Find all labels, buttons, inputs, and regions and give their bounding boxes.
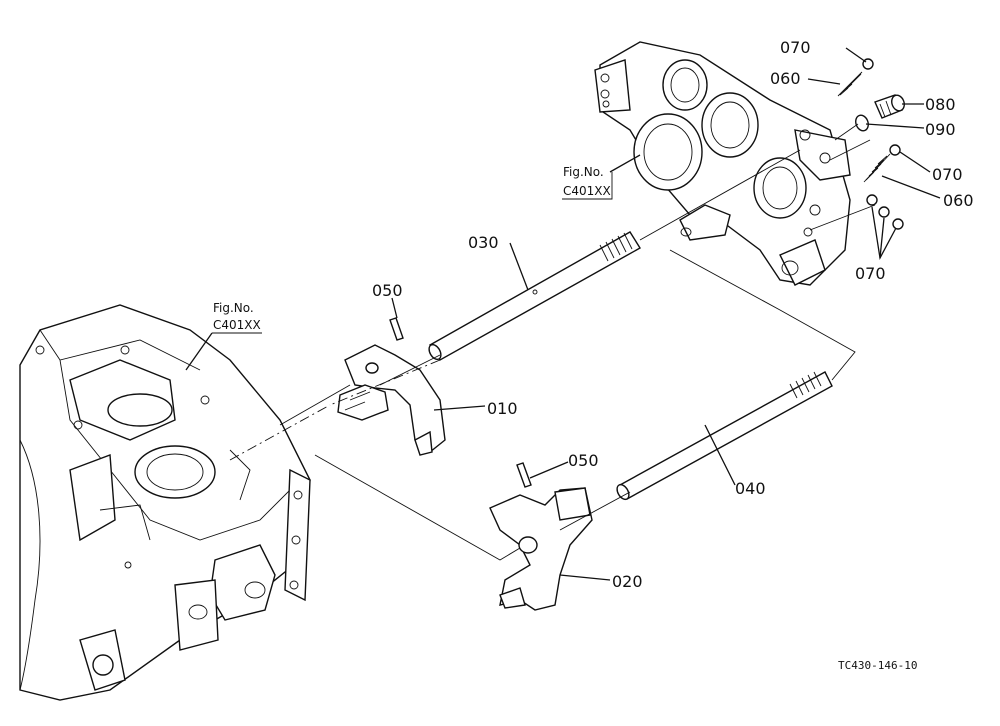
detent-spring-060-upper <box>837 71 863 97</box>
part-label-010: 010 <box>487 399 518 418</box>
plug-080 <box>874 94 905 119</box>
steel-ball-070-mid <box>889 144 901 156</box>
part-label-070-top: 070 <box>780 38 811 57</box>
part-label-050-upper: 050 <box>372 281 403 300</box>
shift-rod-030 <box>428 231 641 361</box>
fig-ref-top-line2: C401XX <box>563 184 611 198</box>
part-label-070-bottom: 070 <box>855 264 886 283</box>
steel-ball-070-c <box>892 218 904 230</box>
cover-plate <box>594 41 851 286</box>
leader-lines <box>185 47 941 581</box>
steel-ball-070-b <box>878 206 890 218</box>
part-label-050-lower: 050 <box>568 451 599 470</box>
assembly-lines <box>229 123 876 561</box>
part-label-080: 080 <box>925 95 956 114</box>
shift-rod-040 <box>616 371 833 501</box>
fig-ref-left-line2: C401XX <box>213 318 261 332</box>
fig-ref-left-line1: Fig.No. <box>213 301 254 315</box>
shift-fork-010 <box>337 344 446 456</box>
fig-ref-top-line1: Fig.No. <box>563 165 604 179</box>
transmission-case <box>19 304 311 701</box>
steel-ball-070-a <box>866 194 878 206</box>
detent-spring-060-lower <box>863 153 891 183</box>
part-label-060-bottom: 060 <box>943 191 974 210</box>
part-label-070-mid: 070 <box>932 165 963 184</box>
shift-fork-020 <box>489 487 593 611</box>
part-label-090: 090 <box>925 120 956 139</box>
part-label-040: 040 <box>735 479 766 498</box>
spring-pin-050-lower <box>516 462 532 488</box>
washer-090 <box>855 114 869 132</box>
figure-reference-top: Fig.No. C401XX <box>562 165 613 200</box>
figure-code: TC430-146-10 <box>838 659 917 672</box>
part-label-020: 020 <box>612 572 643 591</box>
figure-reference-left: Fig.No. C401XX <box>212 301 262 334</box>
part-label-060-top: 060 <box>770 69 801 88</box>
spring-pin-050-upper <box>389 317 404 341</box>
part-label-030: 030 <box>468 233 499 252</box>
